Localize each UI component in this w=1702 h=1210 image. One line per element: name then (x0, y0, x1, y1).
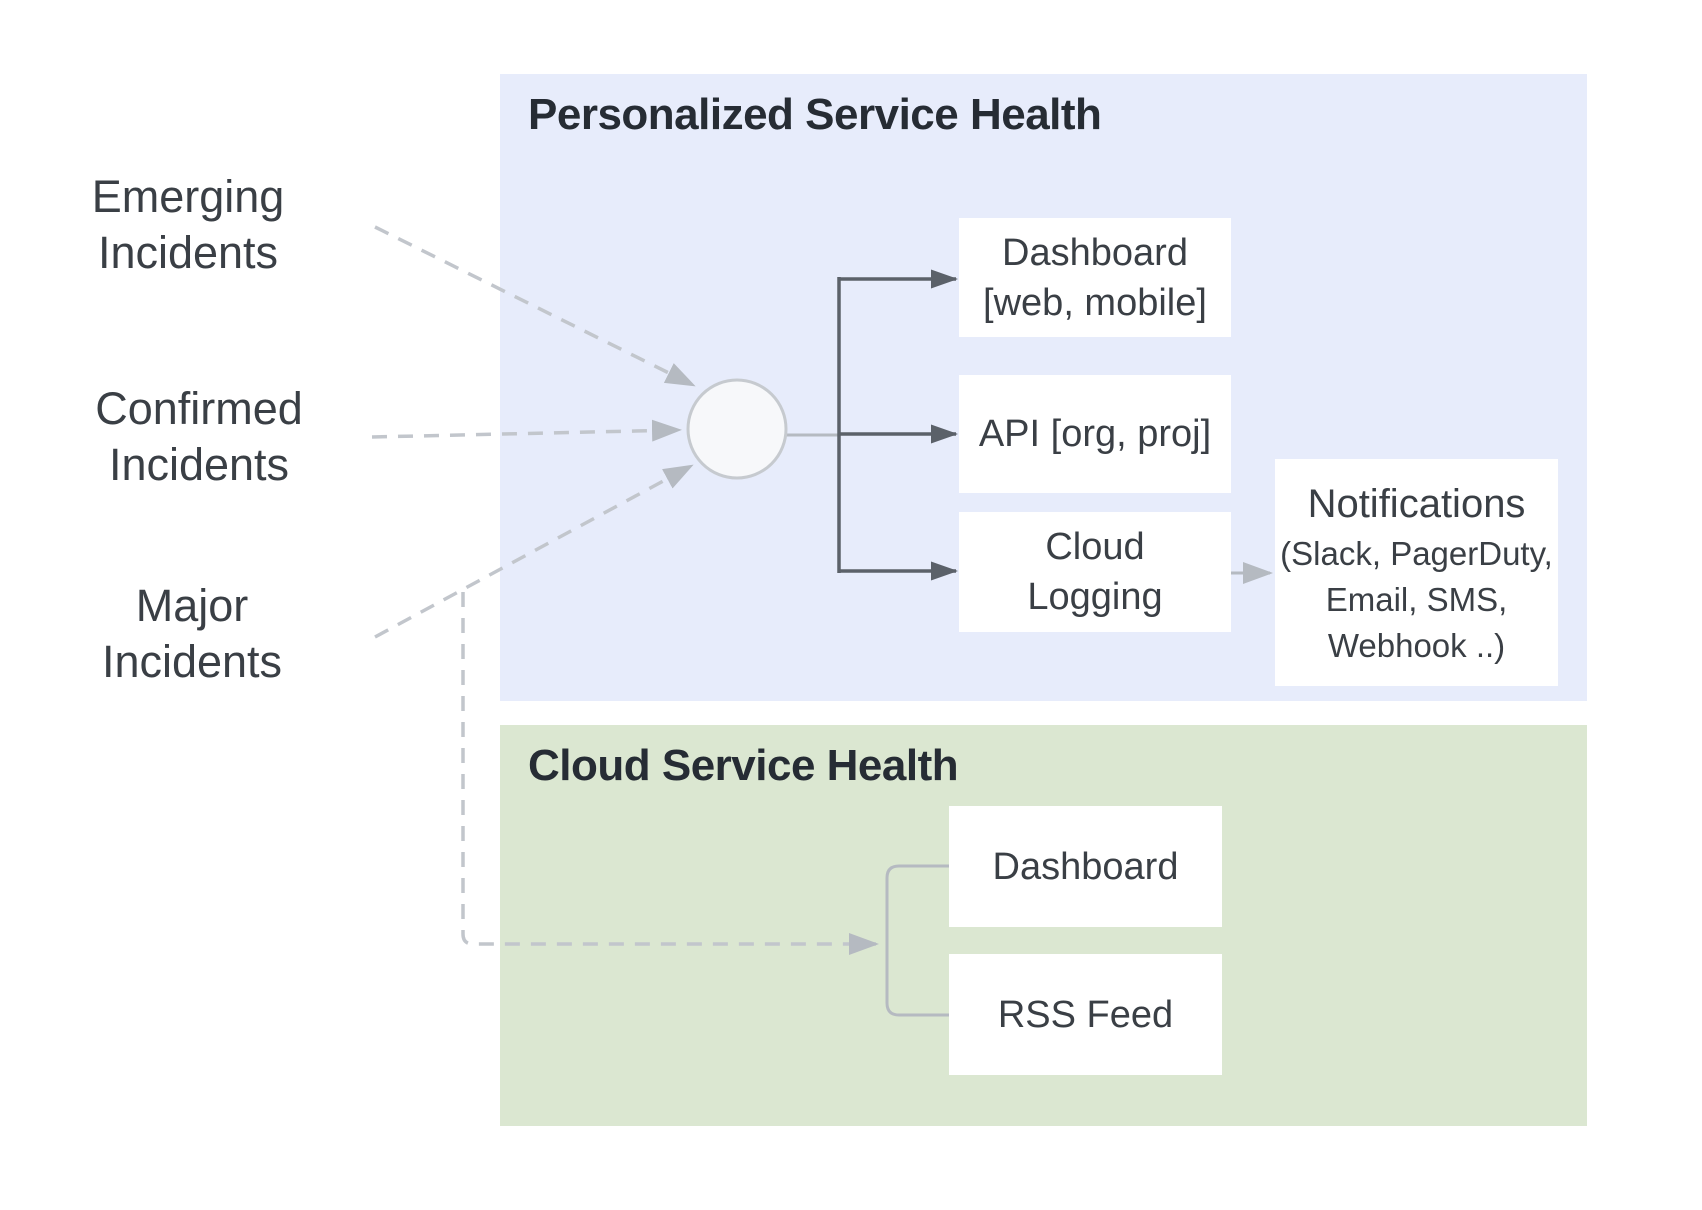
node-dashboard-line2: [web, mobile] (983, 281, 1207, 324)
rss-feed-label: RSS Feed (997, 993, 1174, 1036)
node-rss-feed: RSS Feed (949, 954, 1222, 1075)
node-dashboard-line1: Dashboard (1002, 231, 1188, 274)
cloud-dashboard-label: Dashboard (992, 845, 1179, 888)
notifications-title: Notifications (1307, 481, 1526, 526)
node-cloud-logging-line1: Cloud (1045, 526, 1145, 568)
personalized-panel-title: Personalized Service Health (528, 90, 1102, 139)
emerging-incidents-label: Emerging Incidents (91, 171, 285, 278)
node-cloud-logging-line2: Logging (1027, 576, 1163, 618)
node-cloud-dashboard: Dashboard (949, 806, 1222, 927)
node-notifications: Notifications (Slack, PagerDuty, Email, … (1275, 459, 1558, 686)
node-cloud-logging: Cloud Logging (959, 512, 1231, 632)
node-api-line1: API [org, proj] (978, 413, 1212, 455)
cloud-elbow-connector (885, 864, 949, 1017)
major-incidents-arrow (374, 464, 694, 639)
to-cloud-service-health-arrow (461, 592, 879, 955)
hub-node (686, 378, 788, 480)
cloud-panel-title: Cloud Service Health (528, 741, 959, 790)
notifications-channels-line1: (Slack, PagerDuty, (1280, 534, 1553, 572)
confirmed-incidents-label: Confirmed Incidents (95, 383, 303, 490)
node-dashboard-web-mobile: Dashboard [web, mobile] (959, 218, 1231, 337)
confirmed-incidents-arrow (371, 419, 682, 442)
emerging-incidents-arrow (374, 225, 696, 387)
node-api: API [org, proj] (959, 375, 1231, 493)
notifications-channels-line2: Email, SMS, (1325, 580, 1508, 618)
major-incidents-label: Major Incidents (101, 580, 283, 687)
notifications-channels-line3: Webhook ..) (1327, 626, 1506, 664)
